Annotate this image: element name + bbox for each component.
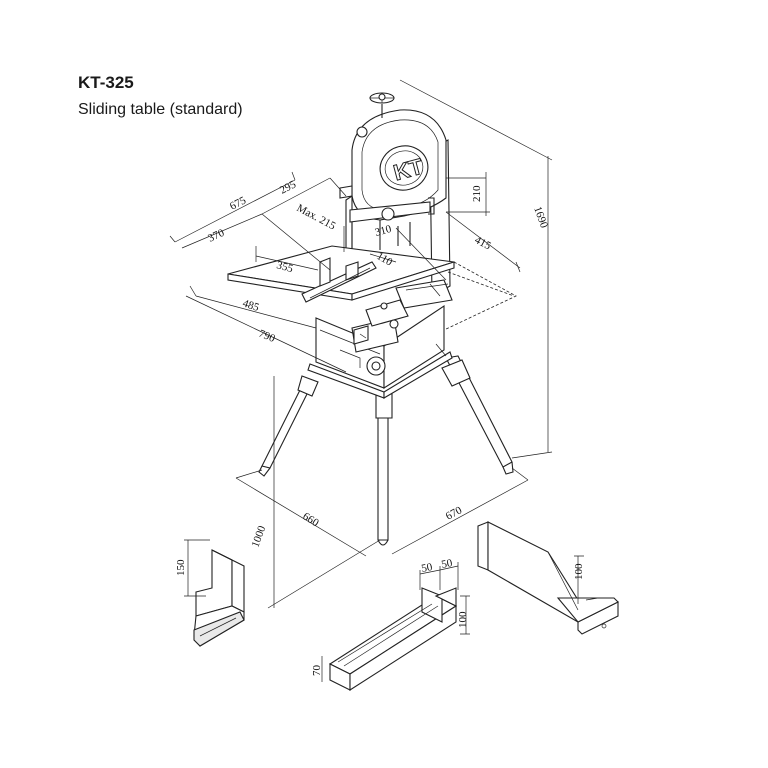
dimension-lines: 675 295 370 Max. 215 310 210 415 — [169, 79, 553, 609]
rail-dim-50a: 50 — [420, 561, 433, 575]
dim-675: 675 — [228, 194, 249, 212]
accessory-bracket: 150 — [175, 539, 245, 647]
dim-1690: 1690 — [531, 205, 550, 230]
accessory-fence: 100 — [477, 521, 619, 635]
dim-210: 210 — [471, 185, 483, 202]
bracket-dim-150: 150 — [175, 559, 187, 576]
model-title: KT-325 — [78, 73, 134, 92]
stand-legs — [258, 351, 514, 546]
wheel-housing: KT — [339, 92, 451, 297]
dim-355: 355 — [275, 259, 295, 275]
dim-max215: Max. 215 — [295, 202, 338, 233]
rail-dim-70: 70 — [311, 665, 323, 677]
dim-370: 370 — [206, 227, 226, 245]
fence-dim-100: 100 — [573, 563, 585, 580]
accessory-rail: 50 50 100 70 — [311, 557, 470, 692]
rail-dim-100: 100 — [457, 611, 469, 628]
dim-310: 310 — [374, 223, 394, 239]
dim-415: 415 — [473, 234, 494, 253]
dim-670: 670 — [444, 504, 465, 523]
sliding-table — [227, 245, 517, 357]
dim-1000: 1000 — [250, 524, 269, 549]
rail-dim-50b: 50 — [440, 557, 453, 571]
dim-295: 295 — [278, 178, 299, 196]
dim-485: 485 — [241, 297, 261, 314]
dim-790: 790 — [257, 328, 277, 345]
dim-660: 660 — [300, 510, 321, 529]
model-subtitle: Sliding table (standard) — [78, 101, 243, 118]
